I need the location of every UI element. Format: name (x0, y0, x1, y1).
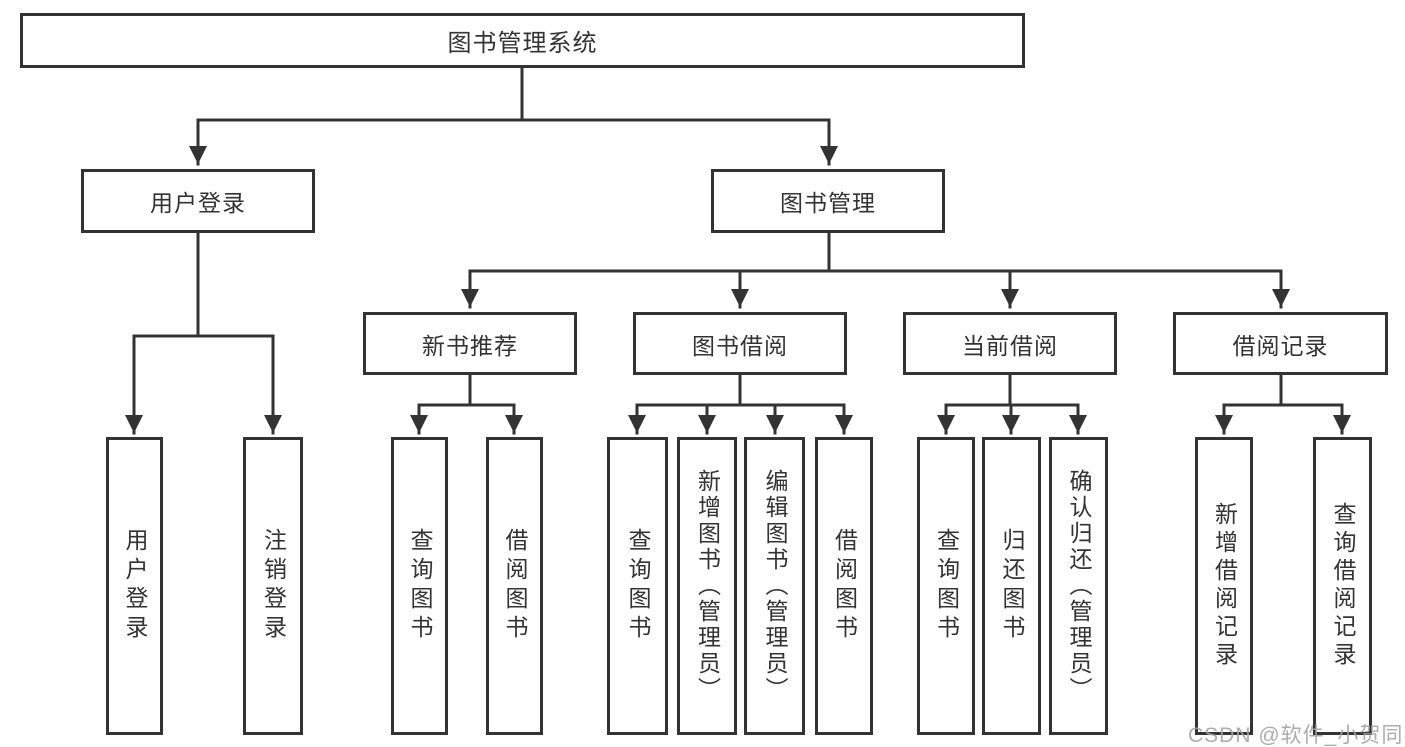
node-label: 借阅图书 (831, 528, 858, 644)
node-label: 用户登录 (122, 528, 148, 644)
leaf-confirm-return-admin: 确认归还（管理员） (1049, 437, 1108, 735)
node-root-system: 图书管理系统 (20, 13, 1025, 68)
connector-book-management-branch (461, 231, 1290, 309)
node-label: 编辑图书（管理员） (762, 469, 788, 703)
leaf-user-login: 用户登录 (106, 437, 163, 735)
connector-new-book-recommend-branch (410, 373, 523, 435)
node-label: 归还图书 (999, 528, 1025, 644)
node-label: 图书管理 (780, 190, 876, 216)
csdn-watermark: CSDN @软件_小贺同学 (1188, 724, 1405, 747)
leaf-return-book: 归还图书 (982, 437, 1041, 735)
node-user-login: 用户登录 (81, 169, 315, 233)
node-book-management: 图书管理 (711, 169, 945, 233)
node-label: 用户登录 (150, 190, 246, 216)
node-label: 注销登录 (260, 528, 287, 644)
node-label: 查询图书 (933, 528, 960, 644)
node-new-book-recommend: 新书推荐 (363, 312, 577, 375)
leaf-edit-book-admin: 编辑图书（管理员） (744, 437, 805, 735)
node-current-borrow: 当前借阅 (903, 312, 1117, 375)
node-borrow-records: 借阅记录 (1173, 312, 1388, 375)
node-label: 借阅记录 (1232, 332, 1329, 359)
connector-current-borrow-branch (937, 373, 1087, 435)
leaf-query-book-recommend: 查询图书 (391, 437, 448, 735)
leaf-query-borrow-record: 查询借阅记录 (1313, 437, 1372, 735)
node-book-borrow: 图书借阅 (633, 312, 847, 375)
node-label: 新增借阅记录 (1211, 502, 1238, 670)
node-label: 查询图书 (407, 528, 433, 644)
node-label: 图书管理系统 (447, 30, 598, 57)
leaf-borrow-book: 借阅图书 (815, 437, 873, 735)
connector-user-login-branch (125, 231, 282, 435)
leaf-borrow-book-recommend: 借阅图书 (486, 437, 543, 735)
node-label: 图书借阅 (692, 332, 788, 359)
connector-root-to-level2 (189, 66, 838, 166)
leaf-add-book-admin: 新增图书（管理员） (677, 437, 737, 735)
node-label: 查询借阅记录 (1330, 502, 1356, 670)
leaf-query-book-current: 查询图书 (917, 437, 975, 735)
node-label: 查询图书 (625, 528, 651, 644)
node-label: 新增图书（管理员） (694, 469, 721, 703)
connector-book-borrow-branch (628, 373, 853, 435)
node-label: 借阅图书 (502, 528, 528, 644)
leaf-logout: 注销登录 (243, 437, 303, 735)
node-label: 新书推荐 (422, 332, 518, 359)
node-label: 确认归还（管理员） (1066, 469, 1092, 703)
connector-borrow-records-branch (1215, 373, 1351, 435)
leaf-add-borrow-record: 新增借阅记录 (1195, 437, 1253, 735)
node-label: 当前借阅 (962, 332, 1058, 359)
leaf-query-book-borrow: 查询图书 (607, 437, 668, 735)
